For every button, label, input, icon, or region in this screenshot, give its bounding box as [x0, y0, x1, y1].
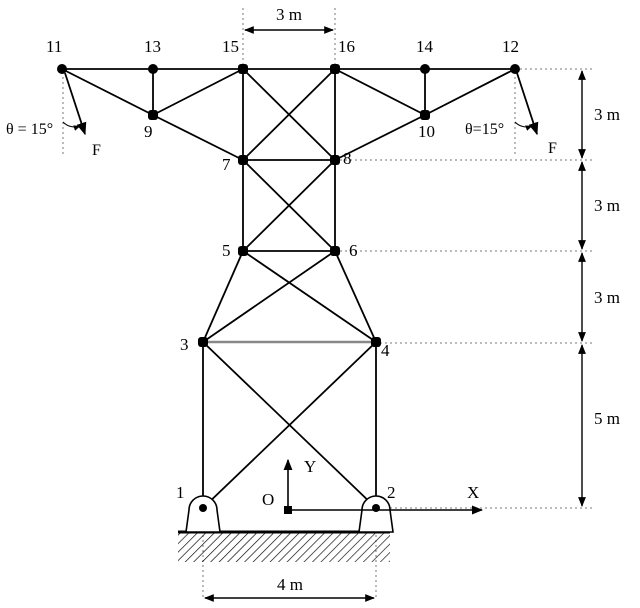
force-label-right: F: [548, 140, 557, 157]
node-16: [330, 64, 340, 74]
member-5-3: [202, 250, 244, 343]
dimension-arrows: [204, 26, 586, 602]
reference-lines: [62, 8, 592, 600]
member-12-10: [424, 68, 516, 116]
force-label-left: F: [92, 142, 101, 159]
node-label-10: 10: [418, 122, 435, 141]
truss-members: [61, 68, 516, 509]
node-12: [510, 64, 520, 74]
angle-label-left: θ = 15°: [6, 121, 53, 138]
angle-arc-left: [62, 121, 81, 131]
member-16-7: [242, 68, 336, 161]
node-label-7: 7: [222, 155, 231, 174]
ground-hatch: [178, 532, 390, 562]
node-5: [238, 246, 248, 256]
member-6-3: [202, 250, 336, 343]
dim-label-top-width: 3 m: [276, 5, 302, 24]
dim-label-v4: 5 m: [594, 409, 620, 428]
node-label-4: 4: [381, 341, 390, 360]
node-label-12: 12: [502, 37, 519, 56]
node-15: [238, 64, 248, 74]
member-9-7: [152, 114, 244, 161]
truss-nodes: [57, 64, 520, 512]
member-9-15: [152, 68, 244, 116]
dim-label-v3: 3 m: [594, 288, 620, 307]
origin-marker: [284, 506, 292, 514]
node-1: [199, 504, 207, 512]
member-8-5: [242, 159, 336, 252]
node-7: [238, 155, 248, 165]
angle-label-right: θ=15°: [465, 121, 504, 138]
node-label-2: 2: [387, 483, 396, 502]
pin-support-2: [358, 495, 394, 533]
node-4: [371, 337, 381, 347]
angle-arc-right: [514, 121, 533, 131]
x-axis-label: X: [467, 483, 479, 502]
node-14: [420, 64, 430, 74]
node-label-16: 16: [338, 37, 355, 56]
node-label-6: 6: [349, 241, 358, 260]
dim-label-base-width: 4 m: [277, 575, 303, 594]
node-label-11: 11: [46, 37, 62, 56]
node-label-15: 15: [222, 37, 239, 56]
node-label-9: 9: [144, 122, 153, 141]
member-4-1: [202, 341, 377, 509]
node-11: [57, 64, 67, 74]
dim-label-v1: 3 m: [594, 105, 620, 124]
member-5-4: [242, 250, 377, 343]
coordinate-axes: [283, 458, 484, 515]
member-6-4: [334, 250, 377, 343]
pin-support-1: [185, 495, 221, 533]
node-label-1: 1: [176, 483, 185, 502]
member-11-9: [61, 68, 154, 116]
origin-label: O: [262, 490, 274, 509]
node-label-8: 8: [343, 149, 352, 168]
node-6: [330, 246, 340, 256]
node-label-13: 13: [144, 37, 161, 56]
y-axis-label: Y: [304, 457, 316, 476]
node-10: [420, 110, 430, 120]
node-label-3: 3: [180, 335, 189, 354]
applied-loads: [62, 72, 539, 136]
node-9: [148, 110, 158, 120]
node-3: [198, 337, 208, 347]
dim-label-v2: 3 m: [594, 196, 620, 215]
load-arrow-right: [516, 72, 539, 136]
node-8: [330, 155, 340, 165]
member-10-16: [334, 68, 426, 116]
node-label-14: 14: [416, 37, 434, 56]
load-arrow-left: [64, 72, 87, 136]
node-13: [148, 64, 158, 74]
member-10-8: [334, 114, 426, 161]
supports: [178, 495, 394, 562]
node-label-5: 5: [222, 241, 231, 260]
